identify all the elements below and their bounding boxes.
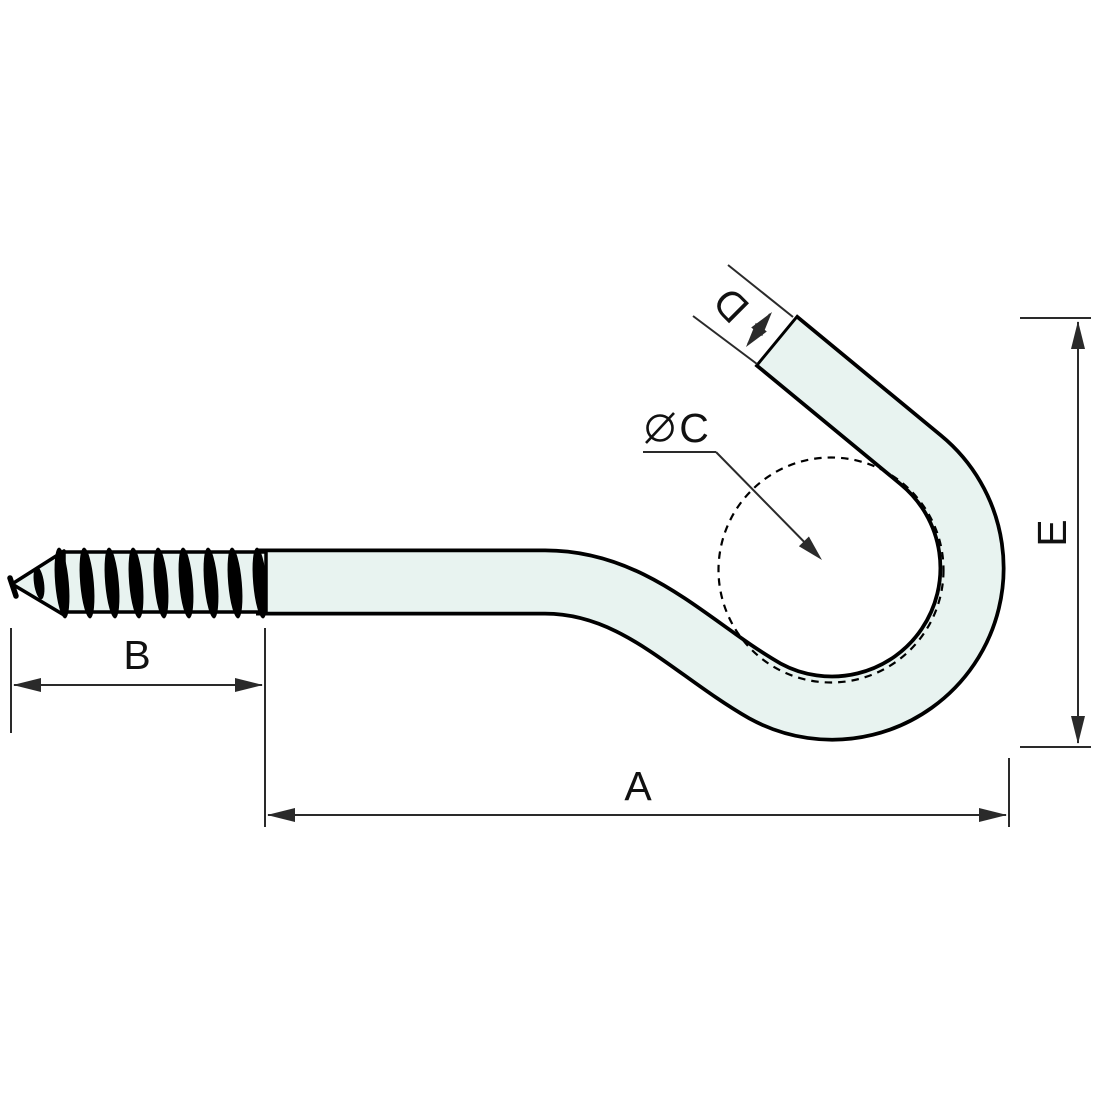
dimension-e: E bbox=[1020, 317, 1091, 748]
thread-coil bbox=[153, 547, 169, 619]
thread-coil bbox=[104, 547, 120, 619]
hook-rod-fill bbox=[263, 319, 1002, 738]
dimension-a: A bbox=[267, 758, 1010, 827]
dim-d-arrowhead-lower bbox=[746, 322, 767, 347]
dim-d-label: D bbox=[704, 278, 757, 331]
thread-coil bbox=[79, 547, 95, 619]
dim-d-extension-lower bbox=[692, 315, 758, 365]
dim-c-arrowhead bbox=[798, 536, 822, 560]
dimension-c: C bbox=[643, 405, 822, 560]
diameter-symbol-icon bbox=[645, 412, 675, 444]
hook-inner-diameter-circle bbox=[717, 456, 945, 684]
thread-coil bbox=[227, 547, 243, 619]
thread-coil bbox=[128, 547, 144, 619]
thread-coil bbox=[252, 547, 268, 619]
dim-b-arrowhead-left bbox=[13, 678, 41, 692]
dim-c-label: C bbox=[679, 405, 709, 451]
thread-coil bbox=[54, 547, 70, 619]
dim-e-label: E bbox=[1029, 519, 1075, 546]
dim-b-arrowhead-right bbox=[235, 678, 263, 692]
thread-coil bbox=[33, 566, 45, 600]
thread-coils bbox=[33, 547, 268, 619]
dim-a-arrowhead-right bbox=[979, 808, 1007, 822]
diameter-symbol-slash bbox=[645, 412, 675, 444]
dim-e-arrowhead-bottom bbox=[1071, 716, 1085, 744]
dim-a-label: A bbox=[624, 763, 652, 809]
dim-d-extension-upper bbox=[727, 264, 794, 318]
dim-c-leader-diagonal bbox=[715, 451, 819, 557]
screw-tip-facet bbox=[7, 575, 19, 599]
dim-e-arrowhead-top bbox=[1071, 321, 1085, 349]
hook-body bbox=[7, 314, 1006, 742]
thread-coil bbox=[178, 547, 194, 619]
dimension-b: B bbox=[10, 628, 266, 827]
dim-a-arrowhead-left bbox=[267, 808, 295, 822]
thread-coil bbox=[203, 547, 219, 619]
diameter-symbol-circle bbox=[646, 414, 674, 442]
dim-b-label: B bbox=[123, 632, 150, 678]
